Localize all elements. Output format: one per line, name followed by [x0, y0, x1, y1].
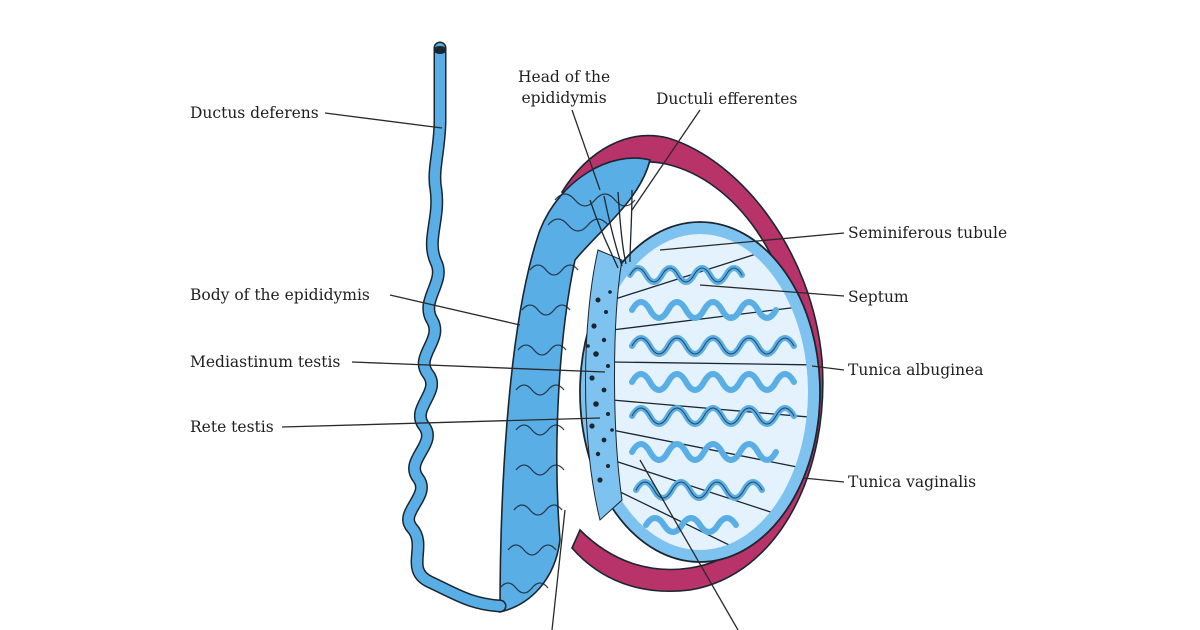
label-ductus-deferens: Ductus deferens: [190, 103, 319, 123]
leader-ductus-deferens: [325, 113, 442, 128]
label-body-of-epididymis: Body of the epididymis: [190, 285, 370, 305]
label-tunica-albuginea: Tunica albuginea: [848, 360, 984, 380]
label-rete-testis: Rete testis: [190, 417, 274, 437]
label-tunica-vaginalis: Tunica vaginalis: [848, 472, 976, 492]
label-septum: Septum: [848, 287, 909, 307]
leader-mediastinum-testis: [352, 362, 605, 372]
label-ductuli-efferentes: Ductuli efferentes: [656, 89, 797, 109]
leader-tunica-vaginalis: [803, 478, 844, 482]
label-mediastinum-testis: Mediastinum testis: [190, 352, 340, 372]
leader-body-of-epididymis: [390, 295, 520, 325]
label-seminiferous-tubule: Seminiferous tubule: [848, 223, 1007, 243]
label-head-of-epididymis: Head of the epididymis: [518, 67, 610, 109]
ductus-deferens: [409, 46, 500, 606]
